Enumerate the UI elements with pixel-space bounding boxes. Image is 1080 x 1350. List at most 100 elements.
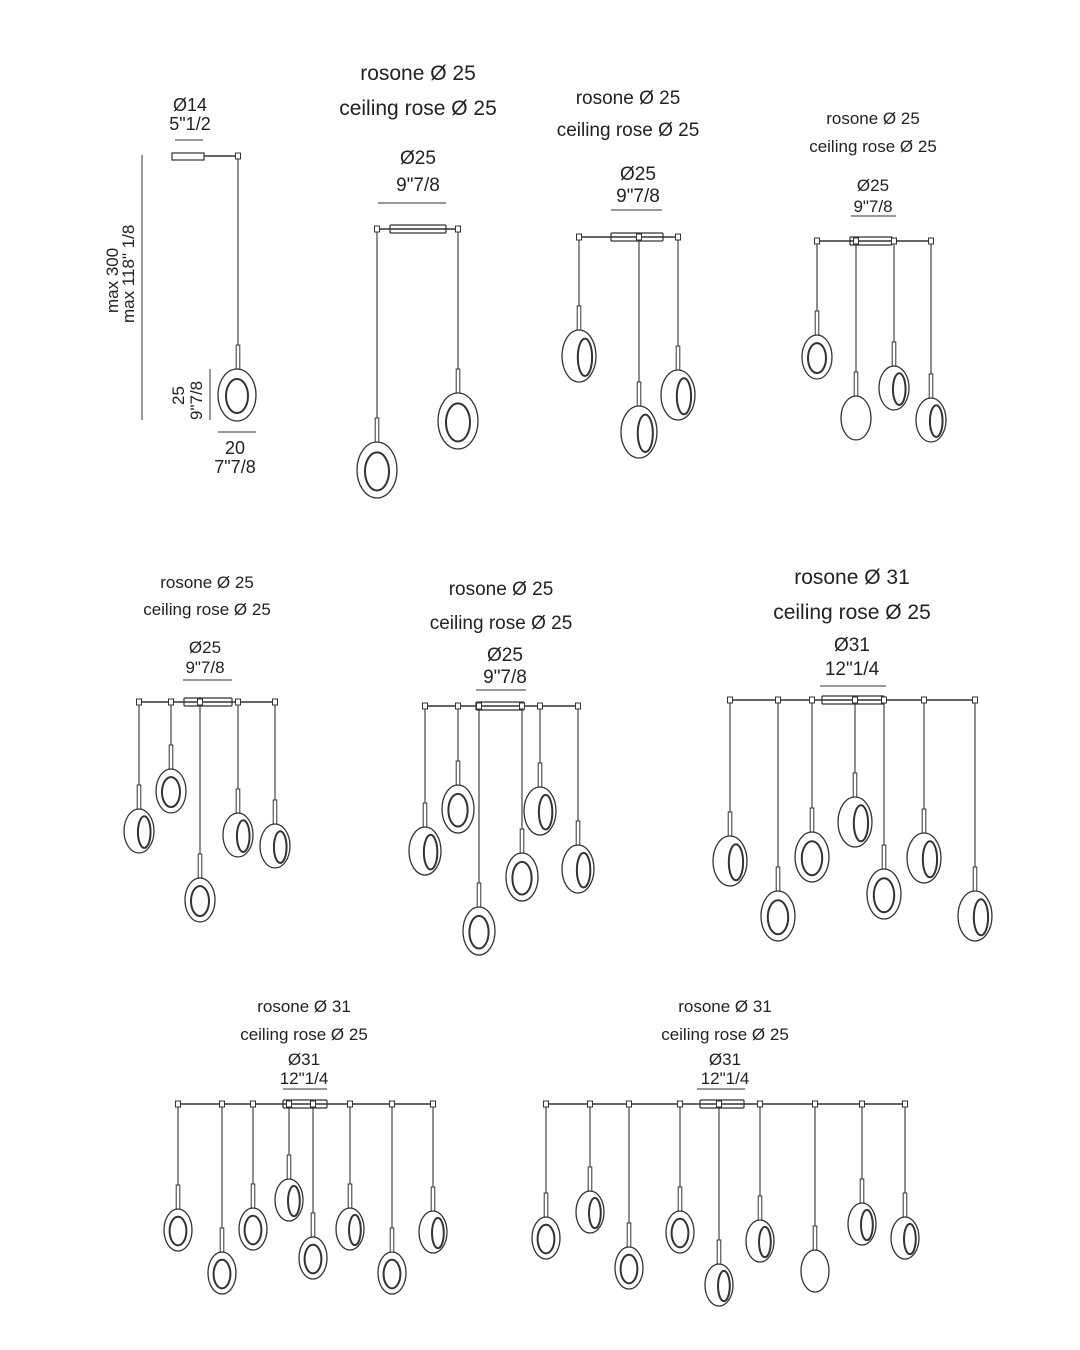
- cable-clamp: [626, 1100, 632, 1108]
- socket: [374, 417, 380, 443]
- socket: [859, 1178, 865, 1204]
- config2-ceiling-rose: ceiling rose Ø 25: [556, 120, 700, 141]
- config4-rosone: rosone Ø 25: [160, 573, 254, 592]
- glass-ring: [800, 840, 824, 877]
- cable-clamp: [175, 1100, 181, 1108]
- single-height-in: max 118" 1/8: [119, 224, 138, 323]
- single-glass-width-cm: 20: [224, 438, 246, 458]
- glass-shade: [906, 832, 942, 884]
- cable-clamp: [310, 1100, 316, 1108]
- glass-shade: [523, 786, 557, 836]
- cable-clamp: [972, 696, 978, 704]
- cable-clamp: [197, 698, 203, 706]
- cable-clamp: [636, 233, 642, 241]
- cable-clamp: [814, 237, 820, 245]
- glass-shade: [840, 395, 872, 441]
- config6-rosone: rosone Ø 31: [794, 566, 910, 589]
- cable-clamp: [716, 1100, 722, 1108]
- socket: [575, 820, 581, 846]
- cable-clamp: [519, 702, 525, 710]
- glass-ring: [243, 1214, 263, 1246]
- socket: [235, 788, 241, 814]
- config8-ceiling-rose: ceiling rose Ø 25: [661, 1025, 789, 1044]
- socket: [716, 1239, 722, 1265]
- cable-clamp: [575, 702, 581, 710]
- cable-clamp: [928, 237, 934, 245]
- config5-diameter-cm: Ø25: [487, 645, 523, 666]
- config7-diameter-cm: Ø31: [287, 1050, 321, 1069]
- socket: [168, 744, 174, 770]
- glass-ring: [168, 1215, 188, 1247]
- config6-diameter-cm: Ø31: [834, 635, 870, 656]
- glass-shade: [123, 808, 155, 854]
- glass-shade: [878, 365, 910, 411]
- socket: [197, 853, 203, 879]
- glass-ring: [619, 1253, 639, 1285]
- glass-crescent: [928, 404, 944, 438]
- glass-shade: [800, 1249, 830, 1293]
- cable-clamp: [921, 696, 927, 704]
- glass-crescent: [727, 843, 745, 882]
- single-glass-width-in: 7"7/8: [214, 457, 256, 477]
- glass-crescent: [348, 1213, 362, 1247]
- socket: [347, 1183, 353, 1209]
- glass-shade: [957, 890, 993, 942]
- single-top-diameter-cm: Ø14: [172, 95, 208, 115]
- config1-ceiling-rose: ceiling rose Ø 25: [339, 97, 497, 120]
- glass-ring: [364, 451, 390, 492]
- cable-clamp: [812, 1100, 818, 1108]
- config3-rosone: rosone Ø 25: [826, 109, 920, 128]
- cable-clamp: [286, 1100, 292, 1108]
- socket: [537, 762, 543, 788]
- socket: [814, 310, 820, 336]
- single-top-diameter-in: 5"1/2: [169, 114, 211, 134]
- socket: [519, 828, 525, 854]
- socket: [136, 784, 142, 810]
- glass-ring: [766, 899, 790, 936]
- socket: [175, 1184, 181, 1210]
- glass-shade: [915, 397, 947, 443]
- cable-clamp: [757, 1100, 763, 1108]
- glass-crescent: [636, 413, 654, 454]
- socket: [576, 305, 582, 331]
- config5-diameter-in: 9"7/8: [483, 667, 527, 688]
- cable-clamp: [543, 1100, 549, 1108]
- config3-diameter-in: 9"7/8: [853, 197, 893, 216]
- socket: [675, 345, 681, 371]
- config2-diameter-cm: Ø25: [620, 164, 656, 185]
- cable-clamp: [476, 702, 482, 710]
- socket: [677, 1186, 683, 1212]
- socket: [587, 1166, 593, 1192]
- config4-ceiling-rose: ceiling rose Ø 25: [143, 600, 271, 619]
- glass-crescent: [422, 833, 439, 871]
- config4-diameter-cm: Ø25: [188, 638, 222, 657]
- glass-crescent: [903, 1222, 917, 1256]
- socket: [881, 844, 887, 870]
- socket: [235, 344, 241, 370]
- glass-shade: [561, 844, 595, 894]
- socket: [626, 1222, 632, 1248]
- cable-clamp: [859, 1100, 865, 1108]
- socket: [812, 1225, 818, 1251]
- glass-crescent: [675, 377, 693, 416]
- glass-ring: [212, 1258, 232, 1290]
- glass-crescent: [136, 815, 152, 849]
- glass-ring: [872, 877, 896, 914]
- cable-clamp: [881, 696, 887, 704]
- cable-clamp: [430, 1100, 436, 1108]
- config2-diameter-in: 9"7/8: [616, 186, 660, 207]
- cable-clamp: [422, 702, 428, 710]
- glass-shade: [712, 835, 748, 887]
- glass-shade: [222, 812, 254, 858]
- config8-diameter-in: 12"1/4: [700, 1069, 750, 1088]
- config1-diameter-in: 9"7/8: [396, 175, 440, 196]
- glass-crescent: [860, 1208, 874, 1242]
- config1-rosone: rosone Ø 25: [360, 62, 476, 85]
- glass-crescent: [575, 851, 592, 889]
- socket: [430, 1186, 436, 1212]
- socket: [636, 381, 642, 407]
- drawing-lines: [123, 139, 993, 1307]
- config6-diameter-in: 12"1/4: [824, 659, 880, 680]
- glass-crescent: [921, 840, 939, 879]
